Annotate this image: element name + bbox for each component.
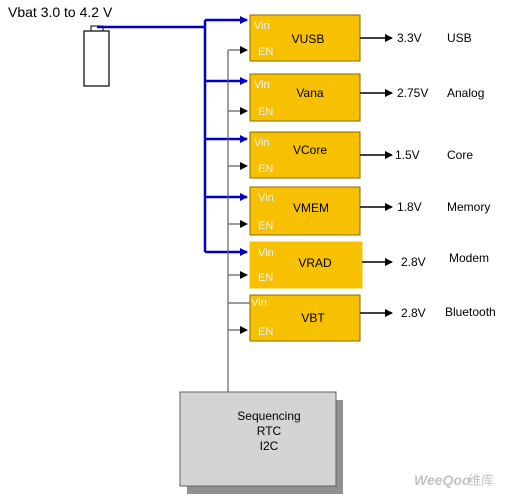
output-voltage: 3.3V — [397, 31, 422, 45]
regulator-vcore: Vin EN VCore 1.5V Core — [249, 131, 473, 179]
regulator-vusb: Vin EN VUSB 3.3V USB — [249, 14, 472, 62]
vin-label: Vin — [254, 20, 270, 32]
regulator-name: Vana — [296, 86, 323, 100]
regulator-name: VCore — [293, 143, 327, 157]
watermark-logo: WeeQoo 维库 — [414, 472, 494, 488]
watermark-cn: 维库 — [468, 473, 494, 488]
controller-rtc: RTC — [257, 424, 282, 438]
regulator-name: VBT — [301, 311, 325, 325]
output-domain: Core — [447, 148, 473, 162]
vbat-bus — [97, 16, 248, 256]
enable-bus — [227, 46, 250, 392]
vin-label: Vin — [258, 192, 274, 204]
vin-label: Vin — [254, 137, 270, 149]
regulator-vrad: Vin EN VRAD 2.8V Modem — [249, 241, 489, 289]
regulator-vana: Vin EN Vana 2.75V Analog — [249, 73, 484, 122]
output-voltage: 2.8V — [401, 306, 426, 320]
controller-block: Sequencing RTC I2C — [179, 391, 343, 494]
watermark-text: WeeQoo — [414, 472, 471, 488]
output-voltage: 1.5V — [395, 148, 420, 162]
en-label: EN — [258, 220, 273, 232]
en-label: EN — [258, 326, 273, 338]
output-voltage: 2.75V — [397, 86, 428, 100]
output-domain: Memory — [447, 200, 490, 214]
regulator-name: VRAD — [298, 256, 332, 270]
output-voltage: 2.8V — [401, 255, 426, 269]
en-label: EN — [258, 272, 273, 284]
battery-icon — [83, 25, 110, 87]
vin-label: Vin — [251, 297, 267, 309]
output-voltage: 1.8V — [397, 200, 422, 214]
output-domain: USB — [447, 31, 472, 45]
en-label: EN — [258, 46, 273, 58]
regulator-vmem: Vin EN VMEM 1.8V Memory — [249, 186, 490, 236]
en-label: EN — [258, 163, 273, 175]
en-label: EN — [258, 106, 273, 118]
output-domain: Modem — [449, 251, 489, 265]
output-domain: Bluetooth — [445, 305, 496, 319]
output-domain: Analog — [447, 86, 484, 100]
regulator-vbt: Vin EN VBT 2.8V Bluetooth — [249, 294, 496, 342]
battery-label: Vbat 3.0 to 4.2 V — [8, 4, 113, 20]
regulator-name: VMEM — [293, 201, 329, 215]
regulator-name: VUSB — [292, 32, 325, 46]
controller-i2c: I2C — [260, 439, 279, 453]
vin-label: Vin — [258, 247, 274, 259]
vin-label: Vin — [254, 79, 270, 91]
controller-sequencing: Sequencing — [237, 409, 300, 423]
